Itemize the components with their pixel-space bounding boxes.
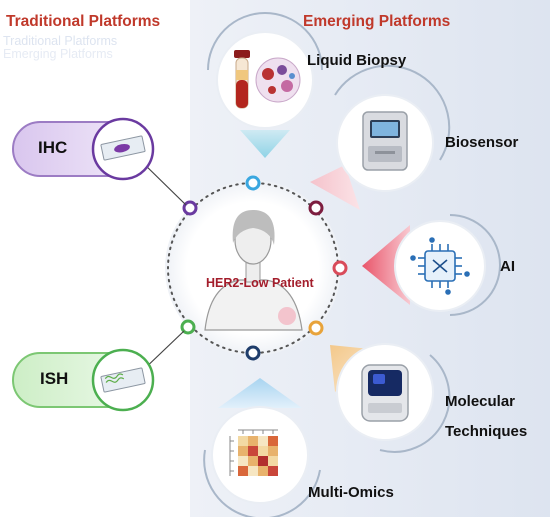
ai-label: AI: [500, 258, 515, 275]
multi-omics-label: Multi-Omics: [308, 484, 394, 501]
multi-omics-arc: [203, 449, 321, 517]
ai-arc: [449, 214, 501, 316]
biosensor-arc: [334, 64, 451, 161]
cells-icon: [255, 57, 301, 103]
biosensor-arrow: [310, 165, 360, 210]
node-ai: [332, 260, 348, 276]
molecular-label-line2: Techniques: [445, 423, 528, 440]
ihc-module: [12, 117, 187, 206]
molecular-arc: [379, 354, 451, 453]
liquid-biopsy-label: Liquid Biopsy: [307, 52, 407, 69]
ai-chip-icon: [410, 237, 470, 295]
multi-omics-module: [203, 378, 321, 517]
patient-hub: [165, 175, 348, 361]
node-ihc: [182, 200, 198, 216]
sequencer-device-icon: [361, 364, 409, 422]
patient-label: HER2-Low Patient: [206, 276, 314, 290]
microscope-slide-icon: [100, 135, 146, 161]
faded-watermark-line1: Traditional Platforms: [3, 34, 118, 48]
breast-lesion-mark: [278, 307, 296, 325]
node-liquid-biopsy: [245, 175, 261, 191]
faded-watermark-line2: Emerging Platforms: [3, 47, 113, 61]
node-multi-omics: [245, 345, 261, 361]
ish-module: [12, 330, 185, 412]
biosensor-device-icon: [362, 111, 408, 171]
patient-figure-icon: [204, 210, 303, 331]
ihc-label: IHC: [38, 138, 68, 157]
node-biosensor: [308, 200, 324, 216]
ish-slide-icon: [100, 367, 146, 393]
node-molecular: [308, 320, 324, 336]
liquid-biopsy-module: [207, 12, 323, 158]
liquid-biopsy-arrow: [240, 130, 290, 158]
ai-arrow: [362, 225, 410, 305]
heatmap-icon: [229, 429, 278, 476]
molecular-module: [330, 343, 451, 453]
ish-label: ISH: [40, 369, 69, 388]
ai-module: [362, 214, 501, 316]
blood-tube-icon: [234, 50, 250, 109]
emerging-platforms-title: Emerging Platforms: [303, 13, 451, 30]
node-ish: [180, 319, 196, 335]
liquid-biopsy-arc: [207, 12, 323, 71]
traditional-platforms-title: Traditional Platforms: [6, 13, 161, 30]
biosensor-label: Biosensor: [445, 134, 519, 151]
molecular-label-line1: Molecular: [445, 393, 516, 410]
multi-omics-arrow: [218, 378, 302, 408]
biosensor-module: [310, 64, 451, 210]
